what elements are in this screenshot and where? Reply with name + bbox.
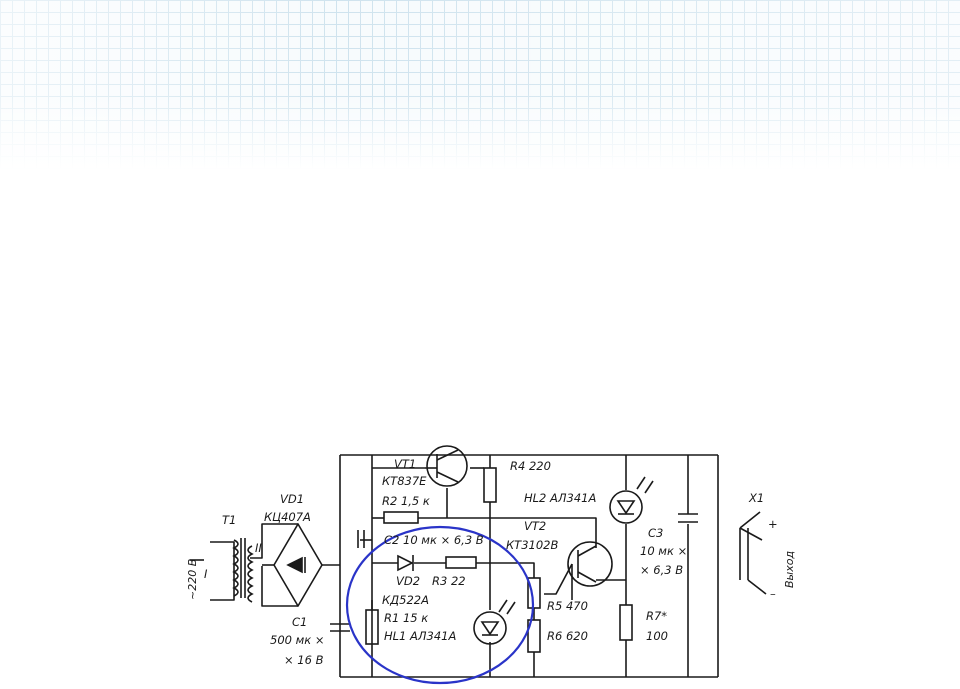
r5-label: R5 470 <box>547 599 588 613</box>
hl2-label: HL2 АЛ341А <box>524 491 596 505</box>
vt1-ref-label: VT1 <box>394 457 416 471</box>
c2-label: C2 10 мк × 6,3 В <box>384 533 484 547</box>
component-labels: ~220 В T1 I II VD1 КЦ407А C1 500 мк × × … <box>186 457 796 667</box>
r7-ref-label: R7* <box>646 609 667 623</box>
c3-ref-label: C3 <box>648 526 663 540</box>
vd2-type-label: КД522А <box>382 593 429 607</box>
output-label: Выход <box>783 551 796 588</box>
c1-value-label: 500 мк × <box>270 633 325 647</box>
mains-voltage-label: ~220 В <box>186 559 199 600</box>
bridge-ref-label: VD1 <box>280 492 304 506</box>
minus-sign-label: – <box>770 587 776 601</box>
r1-label: R1 15 к <box>384 611 428 625</box>
vt2-ref-label: VT2 <box>524 519 546 533</box>
highlight-circle <box>345 525 535 685</box>
c1-ref-label: C1 <box>292 615 307 629</box>
transformer-label: T1 <box>222 513 236 527</box>
r3-label: R3 22 <box>432 574 466 588</box>
circuit-components <box>190 445 767 653</box>
hl1-label: HL1 АЛ341А <box>384 629 456 643</box>
r7-value-label: 100 <box>646 629 668 643</box>
bridge-type-label: КЦ407А <box>264 510 311 524</box>
c3-voltage-label: × 6,3 В <box>640 563 683 577</box>
r6-label: R6 620 <box>547 629 588 643</box>
r2-label: R2 1,5 к <box>382 494 430 508</box>
graph-paper-header <box>0 0 960 170</box>
primary-winding-label: I <box>204 567 208 581</box>
vt1-type-label: КТ837Е <box>382 474 427 488</box>
circuit-wires <box>210 454 749 678</box>
r4-label: R4 220 <box>510 459 551 473</box>
connector-ref-label: X1 <box>748 491 764 505</box>
secondary-winding-label: II <box>255 541 262 555</box>
c3-value-label: 10 мк × <box>640 544 687 558</box>
vd2-ref-label: VD2 <box>396 574 420 588</box>
plus-sign-label: + <box>768 517 778 531</box>
vt2-type-label: КТ3102В <box>506 538 558 552</box>
c1-voltage-label: × 16 В <box>284 653 324 667</box>
